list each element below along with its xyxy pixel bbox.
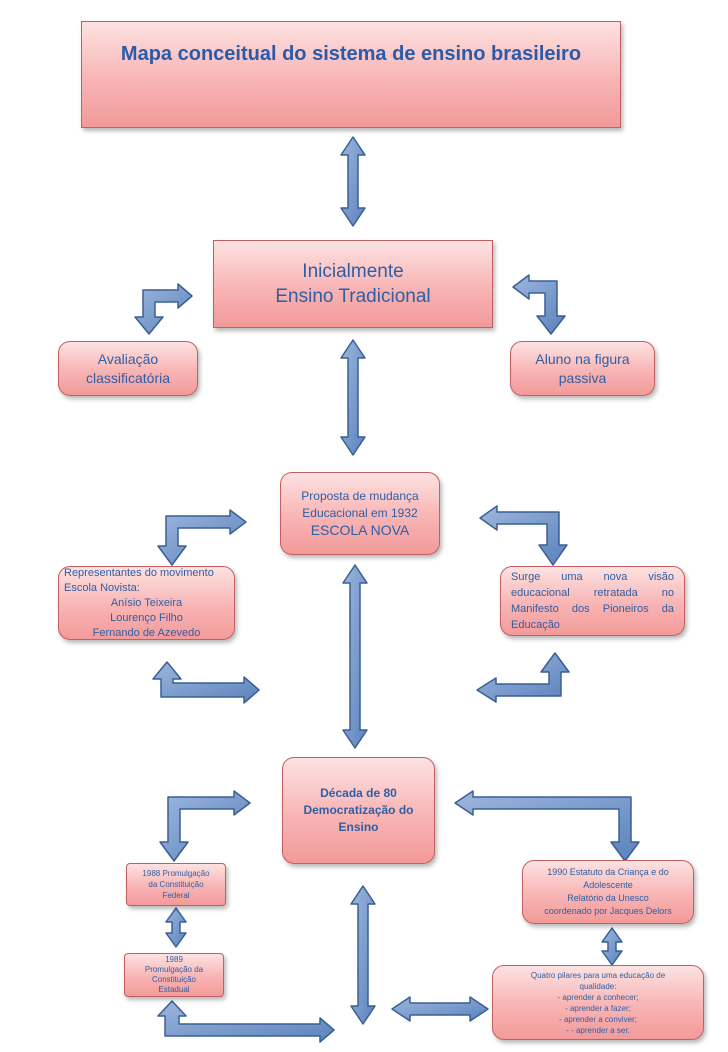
c1988-line3: Federal (162, 891, 190, 900)
estatuto-box: 1990 Estatuto da Criança e do Adolescent… (522, 860, 694, 924)
arrow-decada-down (350, 885, 376, 1025)
c1989-line2: Promulgação da (144, 965, 204, 974)
pilar-item: aprender a fazer; (565, 1003, 631, 1014)
arrow-from-1989 (157, 1000, 335, 1043)
arrow-to-surge (479, 505, 568, 566)
c1989-line1: 1989 (165, 955, 183, 964)
representante-name: Anísio Teixeira (110, 596, 183, 609)
c1989-line4: Estadual (158, 985, 190, 994)
aluno-line1: Aluno na figura (535, 350, 630, 367)
arrow-1988-1989 (165, 907, 187, 948)
c1989-line3: Constituição (151, 975, 197, 984)
c1989-box: 1989 Promulgação da Constituição Estadua… (124, 953, 224, 997)
surge-line: Manifesto dos Pioneiros da (511, 603, 674, 615)
decada-line2: Democratização do (303, 803, 414, 817)
title-box: Mapa conceitual do sistema de ensino bra… (81, 21, 621, 128)
pilar-item: - aprender a ser. (566, 1025, 630, 1036)
avaliacao-line2: classificatória (85, 369, 171, 386)
avaliacao-line1: Avaliação (97, 350, 159, 367)
proposta-line1: Proposta de mudança (301, 489, 419, 503)
initial-line2: Ensino Tradicional (275, 286, 431, 307)
arrow-initial-to-proposta (340, 339, 366, 456)
initial-line1: Inicialmente (302, 261, 404, 282)
estatuto-line4: coordenado por Jacques Delors (544, 906, 672, 916)
c1988-line1: 1988 Promulgação (142, 869, 210, 878)
arrow-from-surge (476, 652, 570, 703)
proposta-box: Proposta de mudança Educacional em 1932 … (280, 472, 440, 555)
page-title: Mapa conceitual do sistema de ensino bra… (120, 43, 582, 65)
arrow-proposta-to-decada (342, 564, 368, 749)
pilar-item: aprender a conhecer; (558, 992, 638, 1003)
proposta-line3: ESCOLA NOVA (310, 522, 410, 538)
decada-line1: Década de 80 (320, 786, 397, 800)
representante-name: Fernando de Azevedo (92, 626, 201, 639)
avaliacao-box: Avaliação classificatória (58, 341, 198, 396)
aluno-line2: passiva (558, 369, 607, 386)
arrow-pilares-link (391, 996, 489, 1022)
pilares-box: Quatro pilares para uma educação de qual… (492, 965, 704, 1040)
arrow-title-to-initial (340, 136, 366, 227)
aluno-box: Aluno na figura passiva (510, 341, 655, 396)
surge-last-line: Educação (511, 619, 560, 631)
estatuto-line2: Adolescente (583, 880, 633, 890)
arrow-to-aluno (512, 274, 566, 335)
pilar-item: aprender a conviver; (559, 1014, 637, 1025)
representantes-box: Representantes do movimento Escola Novis… (58, 566, 235, 640)
pilares-line1: Quatro pilares para uma educação de (530, 970, 666, 980)
representante-name: Lourenço Filho (110, 611, 183, 624)
arrow-from-representantes (152, 661, 260, 704)
arrow-to-avaliacao (134, 283, 193, 335)
surge-line: Surge uma nova visão (511, 571, 674, 583)
decada-line3: Ensino (338, 820, 379, 834)
surge-box: Surge uma nova visão educacional retrata… (500, 566, 685, 636)
surge-line: educacional retratada no (511, 587, 674, 599)
proposta-line2: Educacional em 1932 (302, 506, 418, 520)
pilares-line2: qualidade: (579, 981, 617, 991)
c1988-box: 1988 Promulgação da Constituição Federal (126, 863, 226, 906)
decada-box: Década de 80 Democratização do Ensino (282, 757, 435, 864)
representantes-line1: Representantes do movimento (64, 566, 214, 579)
initial-box: Inicialmente Ensino Tradicional (213, 240, 493, 328)
arrow-to-estatuto (454, 790, 640, 862)
arrow-to-1988 (159, 790, 251, 862)
estatuto-line1: 1990 Estatuto da Criança e do (547, 867, 669, 877)
arrow-estatuto-pilares (601, 927, 623, 966)
c1988-line2: da Constituição (148, 880, 204, 889)
representantes-line2: Escola Novista: (64, 581, 140, 594)
arrow-to-representantes (157, 509, 247, 566)
estatuto-line3: Relatório da Unesco (567, 893, 649, 903)
